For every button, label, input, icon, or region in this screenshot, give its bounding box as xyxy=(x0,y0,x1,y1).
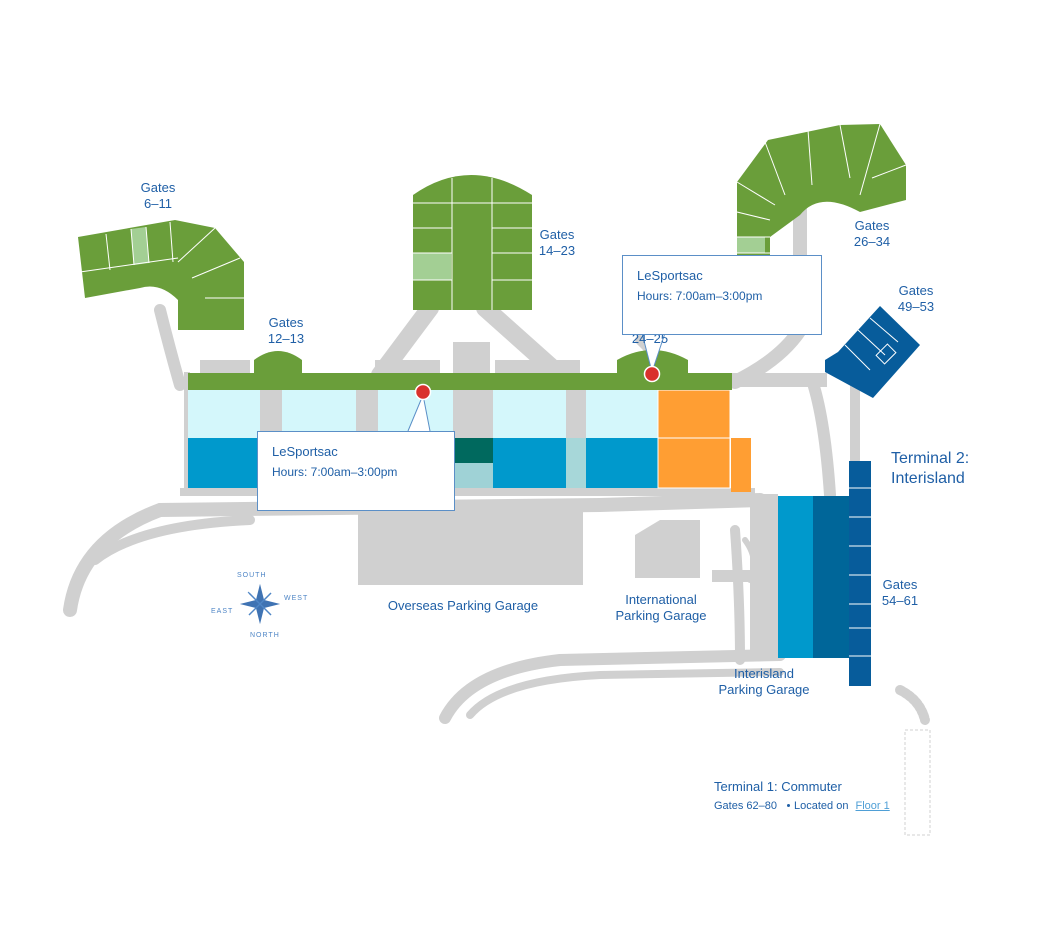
compass-west-label: WEST xyxy=(284,595,309,602)
gates-49-53-pier xyxy=(825,306,920,398)
international-parking-garage-label: International Parking Garage xyxy=(606,592,716,624)
compass-north-label: NORTH xyxy=(250,632,280,639)
gates-12-13-pier xyxy=(254,351,302,373)
gates-26-34-label-line2: 26–34 xyxy=(853,234,891,249)
concourse-bar xyxy=(188,373,732,390)
store-popup-upper-hours: Hours: 7:00am–3:00pm xyxy=(637,289,763,303)
international-garage-line2: Parking Garage xyxy=(615,608,707,623)
gates-49-53-label: Gates 49–53 xyxy=(886,283,946,315)
overseas-parking-garage-block xyxy=(358,510,583,585)
gates-12-13-label: Gates 12–13 xyxy=(256,315,316,347)
gates-26-34-label: Gates 26–34 xyxy=(842,218,902,250)
store-popup-lower-hours: Hours: 7:00am–3:00pm xyxy=(272,465,398,479)
gates-26-34-label-line1: Gates xyxy=(854,218,890,233)
gates-14-23-label-line1: Gates xyxy=(539,227,575,242)
terminal-1-info-row: Gates 62–80 Located on Floor 1 xyxy=(714,800,954,812)
gates-49-53-label-line2: 49–53 xyxy=(897,299,935,314)
overseas-parking-garage-label: Overseas Parking Garage xyxy=(387,598,539,613)
gates-54-61-label: Gates 54–61 xyxy=(870,577,930,609)
international-garage-line1: International xyxy=(625,592,697,607)
store-popup-upper-name: LeSportsac xyxy=(637,268,703,283)
store-popup-upper[interactable]: LeSportsac Hours: 7:00am–3:00pm xyxy=(622,255,822,335)
gates-14-23-label: Gates 14–23 xyxy=(527,227,587,259)
gates-6-11-pier xyxy=(78,220,244,330)
bullet-icon xyxy=(787,803,790,807)
gates-6-11-label-line1: Gates xyxy=(140,180,176,195)
location-pin-icon[interactable] xyxy=(643,365,661,383)
terminal-1-legend: Terminal 1: Commuter Gates 62–80 Located … xyxy=(714,779,954,812)
location-pin-icon[interactable] xyxy=(414,383,432,401)
terminal-1-gates: Gates 62–80 xyxy=(714,800,777,812)
store-popup-lower[interactable]: LeSportsac Hours: 7:00am–3:00pm xyxy=(257,431,455,511)
terminal-2-label-line2: Interisland xyxy=(891,470,965,487)
gates-12-13-label-line1: Gates xyxy=(268,315,304,330)
terminal-2-label-line1: Terminal 2: xyxy=(891,450,970,467)
interisland-parking-garage-block xyxy=(750,494,778,656)
gates-14-23-label-line2: 14–23 xyxy=(538,243,576,258)
store-popup-lower-name: LeSportsac xyxy=(272,444,338,459)
floor-1-link[interactable]: Floor 1 xyxy=(855,800,890,812)
gates-6-11-label: Gates 6–11 xyxy=(128,180,188,212)
interisland-garage-line1: Interisland xyxy=(734,666,794,681)
compass-east-label: EAST xyxy=(211,608,234,615)
terminal-1-title: Terminal 1: Commuter xyxy=(714,779,842,794)
interisland-garage-line2: Parking Garage xyxy=(718,682,810,697)
located-on-text: Located on xyxy=(794,800,849,812)
gates-54-61-label-line2: 54–61 xyxy=(881,593,919,608)
gates-54-61-label-line1: Gates xyxy=(882,577,918,592)
gates-14-23-pier xyxy=(413,175,532,310)
interisland-parking-garage-label: Interisland Parking Garage xyxy=(709,666,819,698)
terminal-2-interisland xyxy=(778,461,871,686)
gates-26-34-pier xyxy=(736,123,907,308)
gates-49-53-label-line1: Gates xyxy=(898,283,934,298)
gray-blocks xyxy=(180,342,931,836)
gates-6-11-label-line2: 6–11 xyxy=(144,196,172,211)
compass-south-label: SOUTH xyxy=(237,572,267,579)
compass-rose-icon xyxy=(240,584,280,624)
gates-12-13-label-line2: 12–13 xyxy=(267,331,305,346)
international-parking-garage-block xyxy=(635,520,700,578)
terminal-2-label: Terminal 2: Interisland xyxy=(891,449,1001,489)
